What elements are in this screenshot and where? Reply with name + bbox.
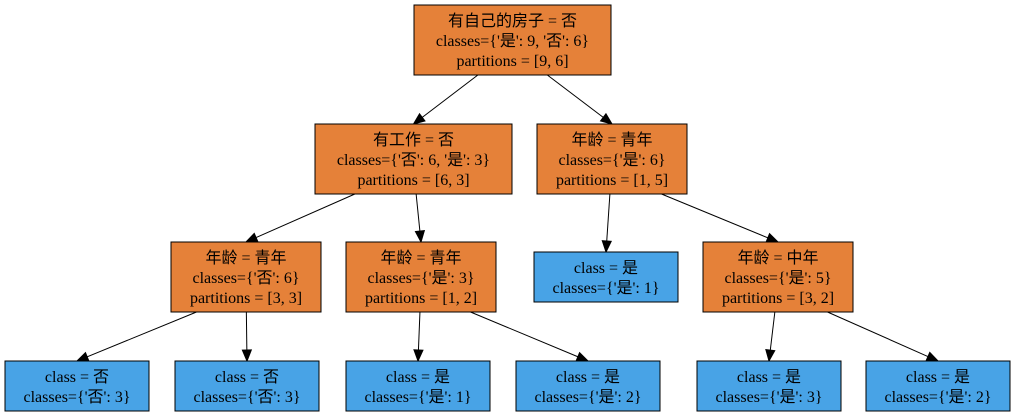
edge-line bbox=[415, 193, 421, 232]
edge-arrowhead bbox=[765, 348, 776, 363]
tree-leaf-yes-1: class = 是 classes={'是': 1} bbox=[533, 251, 679, 303]
node-line-2: classes={'是': 9, '否': 6} bbox=[436, 33, 589, 50]
node-line-2: classes={'是': 6} bbox=[558, 152, 665, 169]
tree-leaf-no-a: class = 否 classes={'否': 3} bbox=[4, 360, 150, 412]
node-line-2: classes={'是': 3} bbox=[715, 389, 822, 406]
tree-node-root: 有自己的房子 = 否 classes={'是': 9, '否': 6} part… bbox=[413, 4, 612, 76]
node-line-1: 年龄 = 青年 bbox=[380, 249, 461, 267]
edge-line bbox=[417, 311, 421, 351]
node-box bbox=[314, 123, 513, 195]
edge-line bbox=[606, 193, 611, 242]
node-line-1: class = 是 bbox=[386, 369, 450, 386]
node-line-3: partitions = [3, 2] bbox=[722, 290, 834, 307]
node-line-3: partitions = [1, 2] bbox=[365, 290, 477, 307]
edge-arrowhead bbox=[599, 112, 614, 125]
node-line-2: classes={'否': 6} bbox=[192, 270, 299, 287]
edge-n4-n10 bbox=[470, 311, 590, 362]
tree-node-age-left: 年龄 = 青年 classes={'否': 6} partitions = [3… bbox=[170, 241, 322, 313]
nodes: 有自己的房子 = 否 classes={'是': 9, '否': 6} part… bbox=[4, 4, 1011, 412]
node-line-2: classes={'否': 3} bbox=[23, 389, 130, 406]
edge-arrowhead bbox=[925, 351, 940, 362]
node-box bbox=[865, 360, 1011, 412]
node-line-1: 年龄 = 中年 bbox=[737, 249, 818, 267]
edge-line bbox=[470, 311, 579, 358]
node-box bbox=[413, 4, 612, 76]
tree-leaf-no-b: class = 否 classes={'否': 3} bbox=[174, 360, 320, 412]
tree-node-age-middle-aged: 年龄 = 中年 classes={'是': 5} partitions = [3… bbox=[702, 241, 854, 313]
node-box bbox=[345, 241, 497, 313]
tree-leaf-yes-2b: class = 是 classes={'是': 2} bbox=[865, 360, 1011, 412]
edge-arrowhead bbox=[244, 232, 259, 243]
edge-n3-n7 bbox=[75, 311, 197, 362]
node-box bbox=[345, 360, 491, 412]
node-line-3: partitions = [6, 3] bbox=[357, 172, 469, 189]
edge-n0-n2 bbox=[547, 74, 614, 125]
tree-node-has-job: 有工作 = 否 classes={'否': 6, '是': 3} partiti… bbox=[314, 123, 513, 195]
node-line-3: partitions = [1, 5] bbox=[556, 172, 668, 189]
tree-leaf-yes-3: class = 是 classes={'是': 3} bbox=[696, 360, 842, 412]
node-line-2: classes={'是': 5} bbox=[724, 270, 831, 287]
edges bbox=[75, 74, 940, 363]
node-line-2: classes={'是': 2} bbox=[534, 389, 641, 406]
node-box bbox=[170, 241, 322, 313]
edge-arrowhead bbox=[414, 230, 426, 244]
edge-n6-n11 bbox=[765, 311, 776, 363]
node-line-1: class = 否 bbox=[215, 369, 279, 386]
node-line-1: class = 是 bbox=[574, 260, 638, 277]
node-line-1: 年龄 = 青年 bbox=[571, 131, 652, 149]
tree-leaf-yes-2a: class = 是 classes={'是': 2} bbox=[515, 360, 661, 412]
node-line-3: partitions = [9, 6] bbox=[456, 53, 568, 70]
node-box bbox=[174, 360, 320, 412]
edge-arrowhead bbox=[765, 232, 780, 243]
node-line-1: 有工作 = 否 bbox=[373, 131, 454, 149]
edge-arrowhead bbox=[601, 240, 613, 254]
edge-line bbox=[827, 311, 929, 357]
edge-line bbox=[86, 311, 197, 358]
edge-line bbox=[255, 193, 356, 239]
tree-node-age-right: 年龄 = 青年 classes={'是': 6} partitions = [1… bbox=[536, 123, 688, 195]
node-line-2: classes={'否': 3} bbox=[193, 389, 300, 406]
node-box bbox=[702, 241, 854, 313]
edge-n1-n3 bbox=[244, 193, 356, 243]
edge-arrowhead bbox=[413, 349, 424, 363]
node-box bbox=[536, 123, 688, 195]
edge-n6-n12 bbox=[827, 311, 940, 362]
edge-line bbox=[769, 311, 776, 351]
node-box bbox=[533, 251, 679, 303]
edge-line bbox=[245, 311, 248, 351]
node-line-2: classes={'是': 1} bbox=[364, 389, 471, 406]
edge-arrowhead bbox=[241, 349, 253, 363]
node-line-1: class = 是 bbox=[737, 369, 801, 386]
edge-n2-n5 bbox=[601, 193, 613, 254]
node-box bbox=[4, 360, 150, 412]
node-line-3: partitions = [3, 3] bbox=[190, 290, 302, 307]
edge-arrowhead bbox=[75, 351, 90, 362]
node-line-1: 有自己的房子 = 否 bbox=[448, 12, 577, 30]
edge-line bbox=[661, 193, 769, 239]
edge-n3-n8 bbox=[241, 311, 253, 363]
node-line-1: class = 否 bbox=[45, 369, 109, 386]
node-line-2: classes={'是': 1} bbox=[552, 280, 659, 297]
node-line-1: 年龄 = 青年 bbox=[205, 249, 286, 267]
tree-leaf-yes-1b: class = 是 classes={'是': 1} bbox=[345, 360, 491, 412]
edge-arrowhead bbox=[575, 351, 590, 362]
edge-n2-n6 bbox=[661, 193, 780, 243]
edge-n4-n9 bbox=[413, 311, 424, 363]
edge-line bbox=[547, 74, 604, 118]
node-line-2: classes={'否': 6, '是': 3} bbox=[337, 152, 490, 169]
edge-arrowhead bbox=[412, 112, 426, 125]
node-line-1: class = 是 bbox=[906, 369, 970, 386]
node-box bbox=[515, 360, 661, 412]
node-line-2: classes={'是': 3} bbox=[367, 270, 474, 287]
node-box bbox=[696, 360, 842, 412]
node-line-2: classes={'是': 2} bbox=[884, 389, 991, 406]
edge-n0-n1 bbox=[412, 74, 479, 125]
tree-node-age-middle: 年龄 = 青年 classes={'是': 3} partitions = [1… bbox=[345, 241, 497, 313]
node-line-1: class = 是 bbox=[556, 369, 620, 386]
edge-line bbox=[421, 74, 479, 118]
edge-n1-n4 bbox=[414, 193, 426, 244]
